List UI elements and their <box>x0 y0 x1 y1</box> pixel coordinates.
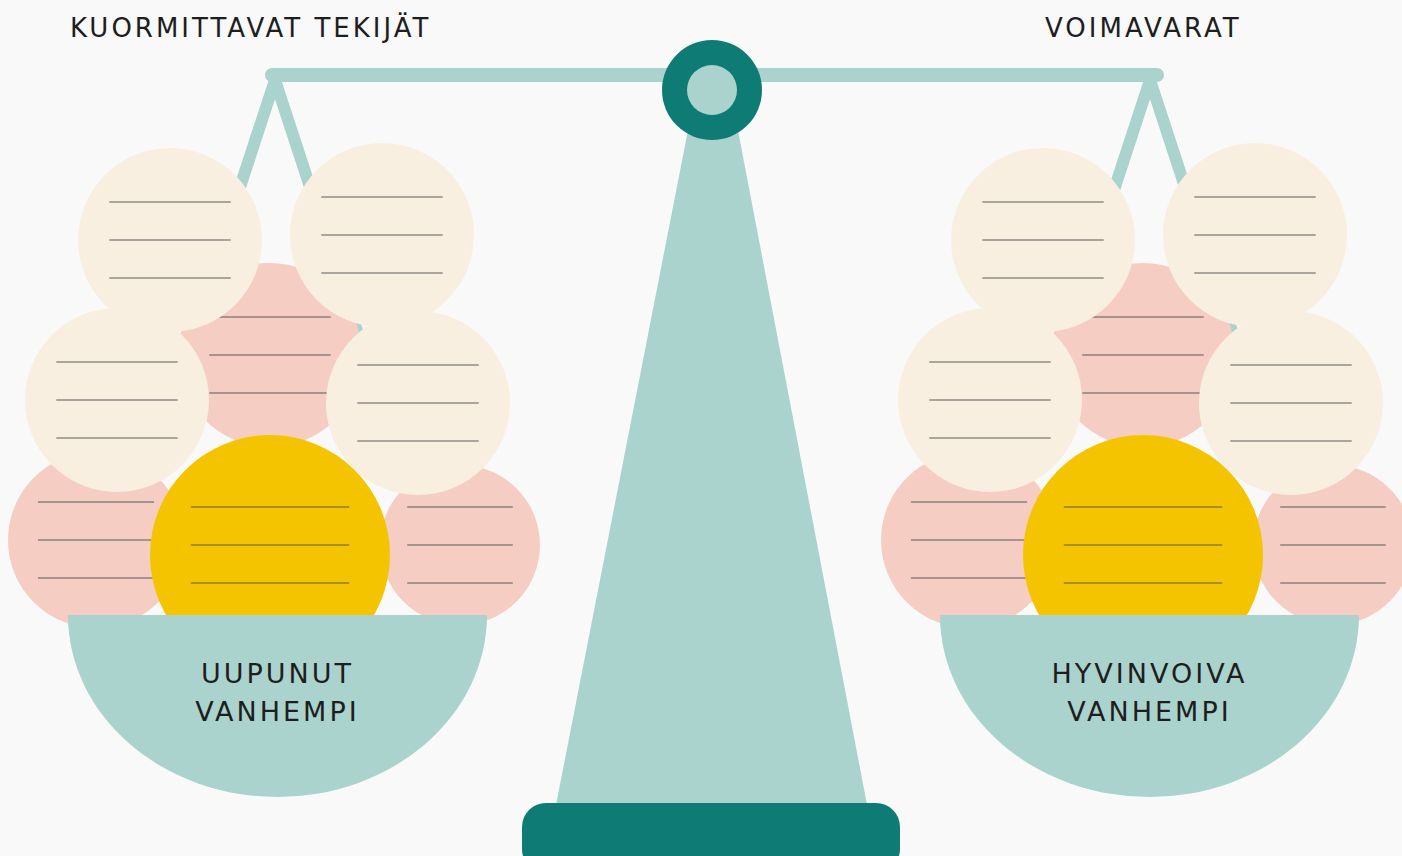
writing-line <box>982 201 1103 202</box>
writing-line <box>1082 392 1203 393</box>
writing-line <box>38 501 154 502</box>
writing-line <box>911 539 1027 540</box>
note-bubble <box>1163 143 1347 327</box>
writing-line <box>56 437 177 438</box>
writing-line <box>1064 506 1222 507</box>
writing-line <box>1230 440 1351 441</box>
writing-line <box>911 501 1027 502</box>
writing-line <box>929 361 1050 362</box>
writing-line <box>56 361 177 362</box>
scale-pivot <box>662 40 762 140</box>
note-bubble <box>25 308 209 492</box>
writing-line <box>1194 196 1315 197</box>
note-bubble <box>898 308 1082 492</box>
bubble-circle <box>326 311 510 495</box>
side-heading: KUORMITTAVAT TEKIJÄT <box>70 13 431 43</box>
writing-line <box>321 272 442 273</box>
pan-bowl <box>940 615 1359 797</box>
writing-line <box>1280 506 1386 507</box>
scale-pivot-hub <box>687 65 737 115</box>
writing-line <box>407 506 513 507</box>
writing-line <box>911 577 1027 578</box>
note-bubble <box>290 143 474 327</box>
pan-bowl <box>68 615 487 797</box>
writing-line <box>109 277 230 278</box>
writing-line <box>209 316 330 317</box>
writing-line <box>1280 582 1386 583</box>
writing-line <box>1194 234 1315 235</box>
writing-line <box>321 196 442 197</box>
writing-line <box>109 201 230 202</box>
writing-line <box>357 364 478 365</box>
bubble-circle <box>1163 143 1347 327</box>
writing-line <box>929 399 1050 400</box>
bubble-circle <box>1199 311 1383 495</box>
scale-pan: HYVINVOIVA VANHEMPI <box>940 615 1359 797</box>
writing-line <box>191 506 349 507</box>
writing-line <box>407 582 513 583</box>
writing-line <box>321 234 442 235</box>
writing-line <box>109 239 230 240</box>
writing-line <box>1194 272 1315 273</box>
side-heading: VOIMAVARAT <box>1045 13 1242 43</box>
writing-line <box>929 437 1050 438</box>
writing-line <box>357 440 478 441</box>
writing-line <box>1082 354 1203 355</box>
pan-label: UUPUNUT VANHEMPI <box>153 655 403 731</box>
writing-line <box>357 402 478 403</box>
writing-line <box>1082 316 1203 317</box>
note-bubble <box>1199 311 1383 495</box>
note-bubble <box>78 148 262 332</box>
writing-line <box>1064 544 1222 545</box>
pan-label: HYVINVOIVA VANHEMPI <box>1025 655 1275 731</box>
writing-line <box>982 239 1103 240</box>
scale-pan: UUPUNUT VANHEMPI <box>68 615 487 797</box>
writing-line <box>1064 582 1222 583</box>
writing-line <box>56 399 177 400</box>
note-bubble <box>326 311 510 495</box>
writing-line <box>1230 364 1351 365</box>
bubble-circle <box>951 148 1135 332</box>
scale-base <box>522 803 900 856</box>
writing-line <box>209 392 330 393</box>
scale-stand <box>555 120 868 810</box>
note-bubble <box>951 148 1135 332</box>
bubble-circle <box>78 148 262 332</box>
writing-line <box>982 277 1103 278</box>
bubble-circle <box>25 308 209 492</box>
writing-line <box>38 539 154 540</box>
bubble-circle <box>290 143 474 327</box>
writing-line <box>191 544 349 545</box>
writing-line <box>1280 544 1386 545</box>
writing-line <box>191 582 349 583</box>
writing-line <box>209 354 330 355</box>
bubble-circle <box>898 308 1082 492</box>
writing-line <box>1230 402 1351 403</box>
writing-line <box>38 577 154 578</box>
writing-line <box>407 544 513 545</box>
